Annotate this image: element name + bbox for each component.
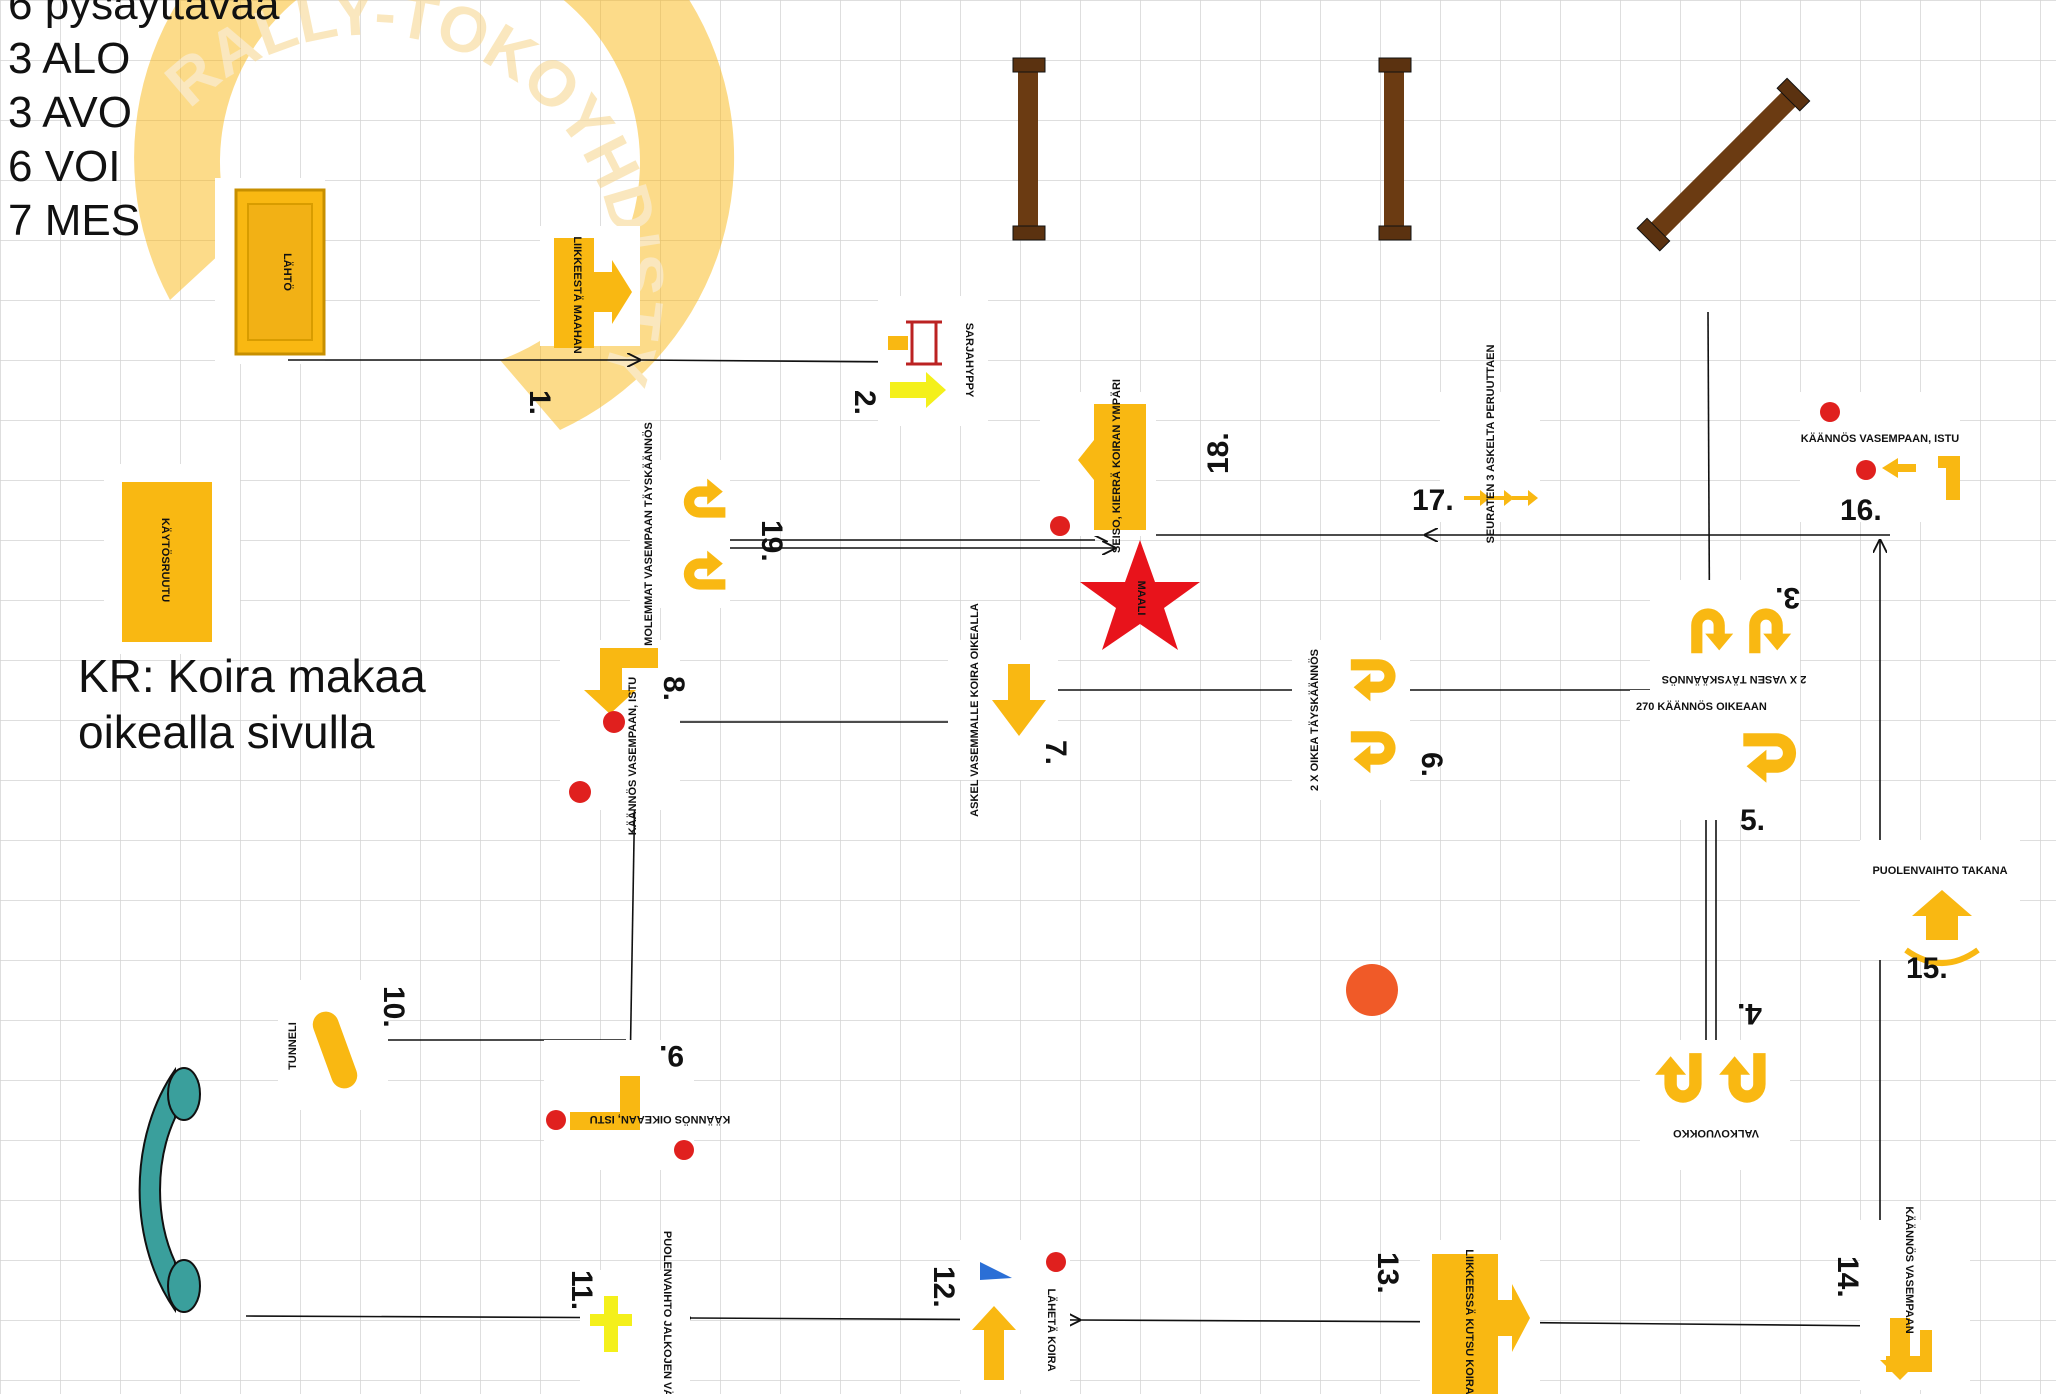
svg-text:SEISO, KIERRÄ KOIRAN YMPÄRI: SEISO, KIERRÄ KOIRAN YMPÄRI [1110, 379, 1123, 553]
station-9-sign: KÄÄNNÖS OIKEAAN, ISTU 9. [544, 1039, 730, 1170]
jump-obstacle-1 [1012, 57, 1046, 241]
svg-text:LIIKKEESSÄ KUTSU KOIRA: LIIKKEESSÄ KUTSU KOIRA [1463, 1249, 1476, 1394]
practice-area-sign: KÄYTÖSRUUTU [104, 464, 240, 654]
course-note: KR: Koira makaa oikealla sivulla [78, 648, 426, 760]
svg-text:5.: 5. [1740, 804, 1765, 837]
svg-text:SEURATEN 3 ASKELTA PERUUTTAEN: SEURATEN 3 ASKELTA PERUUTTAEN [1485, 345, 1497, 544]
station-10-sign: TUNNELI 10. [278, 980, 410, 1110]
finish-label: MAALI [1135, 581, 1147, 616]
station-5-sign: 270 KÄÄNNÖS OIKEAAN 5. [1630, 690, 1800, 837]
stat-line: 3 ALO [8, 34, 131, 83]
cone-marker [1346, 964, 1398, 1016]
svg-text:LIIKKEESTÄ MAAHAN: LIIKKEESTÄ MAAHAN [571, 236, 584, 353]
svg-text:3.: 3. [1775, 581, 1800, 614]
note-line: KR: Koira makaa [78, 650, 426, 702]
svg-text:KÄÄNNÖS VASEMPAAN: KÄÄNNÖS VASEMPAAN [1903, 1206, 1916, 1333]
svg-text:8.: 8. [657, 676, 690, 701]
svg-text:LÄHETÄ KOIRA: LÄHETÄ KOIRA [1045, 1288, 1058, 1371]
svg-text:4.: 4. [1737, 997, 1762, 1030]
note-line: oikealla sivulla [78, 706, 375, 758]
svg-text:11.: 11. [565, 1270, 598, 1310]
start-label: LÄHTÖ [281, 253, 294, 291]
station-15-sign: PUOLENVAIHTO TAKANA 15. [1860, 840, 2020, 985]
course-stats: 6 pysäyttävää 3 ALO 3 AVO 6 VOI 7 MES [8, 0, 280, 248]
svg-text:MOLEMMAT VASEMPAAN TÄYSKÄÄNNÖS: MOLEMMAT VASEMPAAN TÄYSKÄÄNNÖS [642, 422, 655, 646]
svg-text:KÄÄNNÖS OIKEAAN, ISTU: KÄÄNNÖS OIKEAAN, ISTU [590, 1113, 731, 1126]
route-lines [245, 311, 1890, 1326]
svg-text:14.: 14. [1831, 1256, 1864, 1298]
station-6-sign: 2 X OIKEA TÄYSKÄÄNNÖS 6. [1292, 640, 1448, 800]
station-4-sign: VALKOVUOKKO 4. [1640, 997, 1790, 1170]
finish-star: MAALI [1080, 540, 1200, 650]
station-13-sign: LIIKKEESSÄ KUTSU KOIRA 13. [1371, 1240, 1540, 1394]
svg-text:2 X OIKEA TÄYSKÄÄNNÖS: 2 X OIKEA TÄYSKÄÄNNÖS [1308, 649, 1321, 791]
station-16-sign: KÄÄNNÖS VASEMPAAN, ISTU 16. [1800, 392, 1960, 527]
svg-text:17.: 17. [1412, 484, 1454, 517]
station-14-sign: KÄÄNNÖS VASEMPAAN 14. [1831, 1206, 1970, 1390]
station-7-sign: ASKEL VASEMMALLE KOIRA OIKEALLA 7. [948, 603, 1072, 817]
svg-text:7.: 7. [1039, 740, 1072, 765]
stat-line: 6 VOI [8, 142, 121, 191]
practice-area-label: KÄYTÖSRUUTU [159, 518, 172, 602]
svg-text:270 KÄÄNNÖS OIKEAAN: 270 KÄÄNNÖS OIKEAAN [1636, 700, 1767, 713]
stat-line: 7 MES [8, 196, 141, 245]
tunnel-label: TUNNELI [287, 1022, 299, 1070]
stat-line: 6 pysäyttävää [8, 0, 280, 29]
svg-text:2.: 2. [848, 390, 881, 415]
svg-text:1.: 1. [523, 390, 556, 415]
svg-text:16.: 16. [1840, 494, 1882, 527]
svg-text:13.: 13. [1371, 1252, 1404, 1294]
start-sign: LÄHTÖ [215, 178, 326, 364]
svg-text:9.: 9. [659, 1039, 684, 1072]
svg-text:15.: 15. [1906, 952, 1948, 985]
tunnel-obstacle [138, 1066, 201, 1314]
svg-text:KÄÄNNÖS VASEMPAAN, ISTU: KÄÄNNÖS VASEMPAAN, ISTU [626, 677, 639, 836]
station-11-sign: PUOLENVAIHTO JALKOJEN VÄLISTÄ 11. [565, 1231, 690, 1394]
svg-text:ASKEL VASEMMALLE KOIRA OIKEALL: ASKEL VASEMMALLE KOIRA OIKEALLA [969, 603, 981, 817]
station-17-sign: SEURATEN 3 ASKELTA PERUUTTAEN 17. [1412, 345, 1540, 544]
svg-text:KÄÄNNÖS VASEMPAAN, ISTU: KÄÄNNÖS VASEMPAAN, ISTU [1801, 432, 1960, 445]
svg-text:6.: 6. [1415, 752, 1448, 777]
svg-text:2 X VASEN TÄYSKÄÄNNÖS: 2 X VASEN TÄYSKÄÄNNÖS [1662, 673, 1807, 686]
svg-text:10.: 10. [377, 986, 410, 1028]
station-1-sign: LIIKKEESTÄ MAAHAN 1. [523, 226, 640, 415]
station-12-sign: LÄHETÄ KOIRA 12. [927, 1240, 1070, 1390]
jump-obstacle-3 [1636, 77, 1811, 252]
svg-text:VALKOVUOKKO: VALKOVUOKKO [1673, 1127, 1759, 1139]
svg-text:19.: 19. [755, 520, 788, 562]
station-2-sign: SARJAHYPPY 2. [848, 296, 988, 426]
svg-text:PUOLENVAIHTO TAKANA: PUOLENVAIHTO TAKANA [1872, 865, 2007, 877]
station-19-sign: MOLEMMAT VASEMPAAN TÄYSKÄÄNNÖS 19. [630, 422, 788, 646]
svg-text:PUOLENVAIHTO JALKOJEN VÄLISTÄ: PUOLENVAIHTO JALKOJEN VÄLISTÄ [661, 1231, 674, 1394]
svg-text:18.: 18. [1202, 432, 1235, 474]
station-3-sign: 2 X VASEN TÄYSKÄÄNNÖS 3. [1650, 580, 1806, 710]
jump-obstacle-2 [1378, 57, 1412, 241]
stat-line: 3 AVO [8, 88, 132, 137]
station-18-sign: SEISO, KIERRÄ KOIRAN YMPÄRI 18. [1040, 379, 1235, 553]
station-8-sign: KÄÄNNÖS VASEMPAAN, ISTU 8. [560, 640, 690, 835]
svg-text:12.: 12. [927, 1266, 960, 1308]
svg-text:SARJAHYPPY: SARJAHYPPY [963, 323, 975, 398]
